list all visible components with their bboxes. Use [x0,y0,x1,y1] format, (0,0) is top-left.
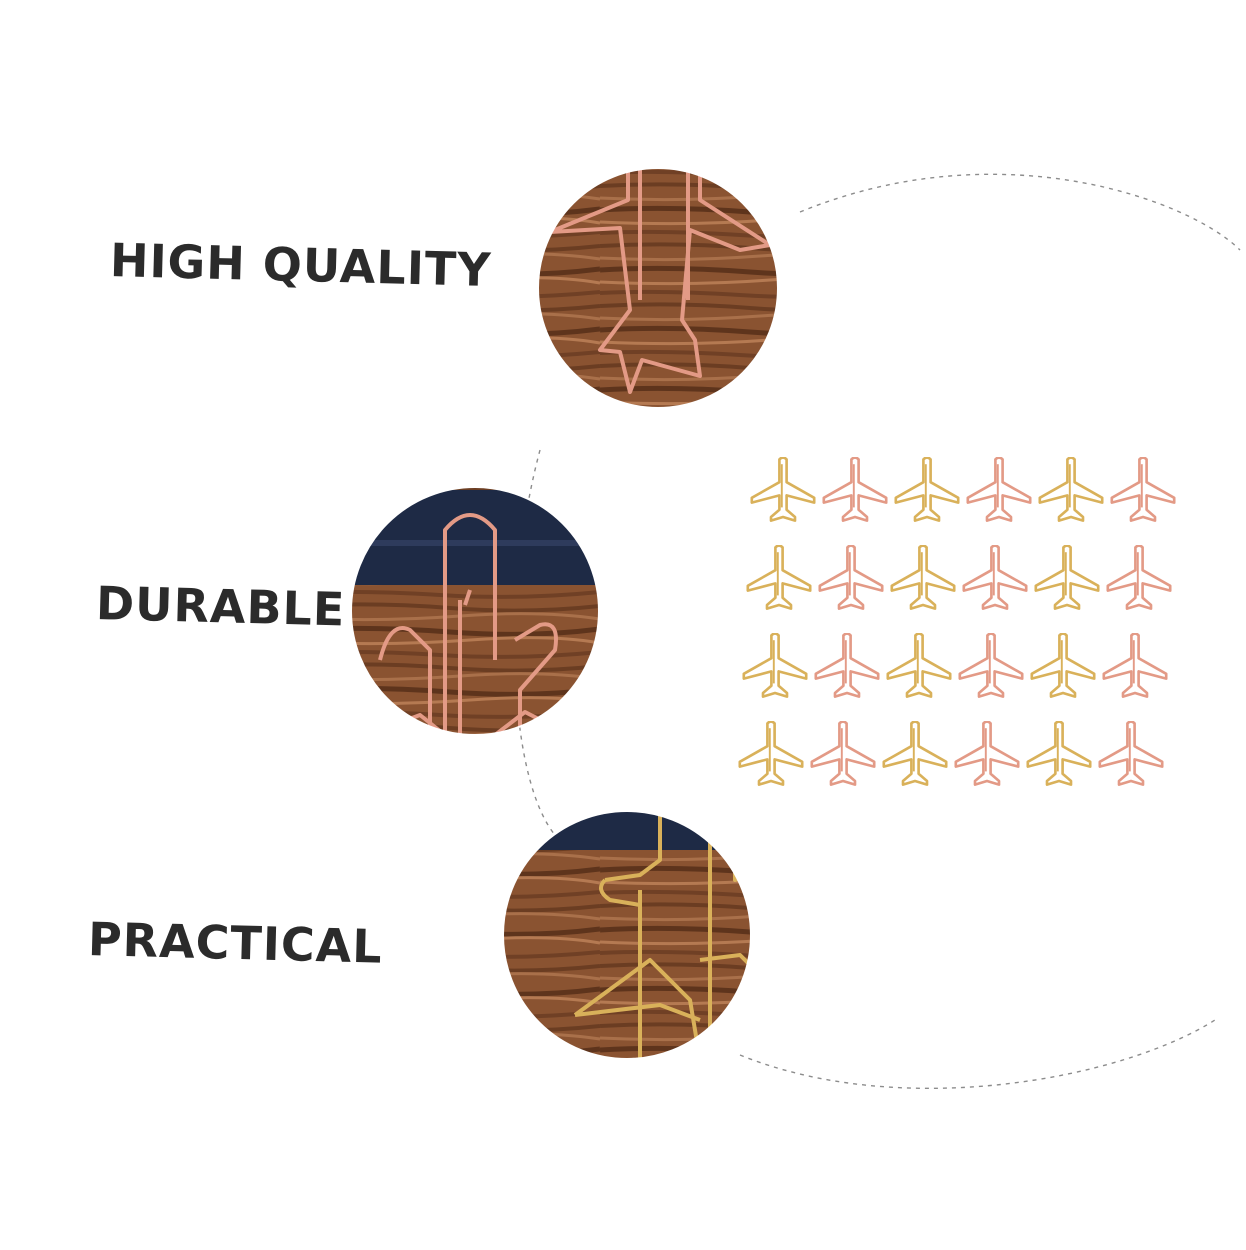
feature-image-durable [350,486,600,736]
airplane-paper-clip-icon [1098,721,1164,786]
airplane-paper-clip-icon [1106,545,1172,610]
airplane-paper-clip-icon [882,721,948,786]
airplane-paper-clip-icon [1110,457,1176,522]
feature-image-high-quality [537,167,779,409]
feature-label-high-quality: HIGH QUALITY [109,233,493,297]
airplane-paper-clip-icon [958,633,1024,698]
feature-label-practical: PRACTICAL [87,912,384,974]
feature-label-durable: DURABLE [95,576,346,637]
airplane-paper-clip-icon [966,457,1032,522]
airplane-paper-clip-icon [738,721,804,786]
airplane-paper-clip-icon [814,633,880,698]
airplane-paper-clip-icon [746,545,812,610]
airplane-paper-clip-icon [742,633,808,698]
airplane-paper-clip-icon [810,721,876,786]
airplane-paper-clip-icon [822,457,888,522]
feature-image-practical [502,810,752,1060]
airplane-paper-clip-icon [890,545,956,610]
airplane-paper-clip-icon [962,545,1028,610]
airplane-paper-clip-icon [1026,721,1092,786]
paper-clip-grid [738,457,1176,786]
airplane-paper-clip-icon [886,633,952,698]
airplane-paper-clip-icon [1030,633,1096,698]
airplane-paper-clip-icon [750,457,816,522]
airplane-paper-clip-icon [1038,457,1104,522]
airplane-paper-clip-icon [1102,633,1168,698]
airplane-paper-clip-icon [1034,545,1100,610]
airplane-paper-clip-icon [818,545,884,610]
airplane-paper-clip-icon [954,721,1020,786]
airplane-paper-clip-icon [894,457,960,522]
